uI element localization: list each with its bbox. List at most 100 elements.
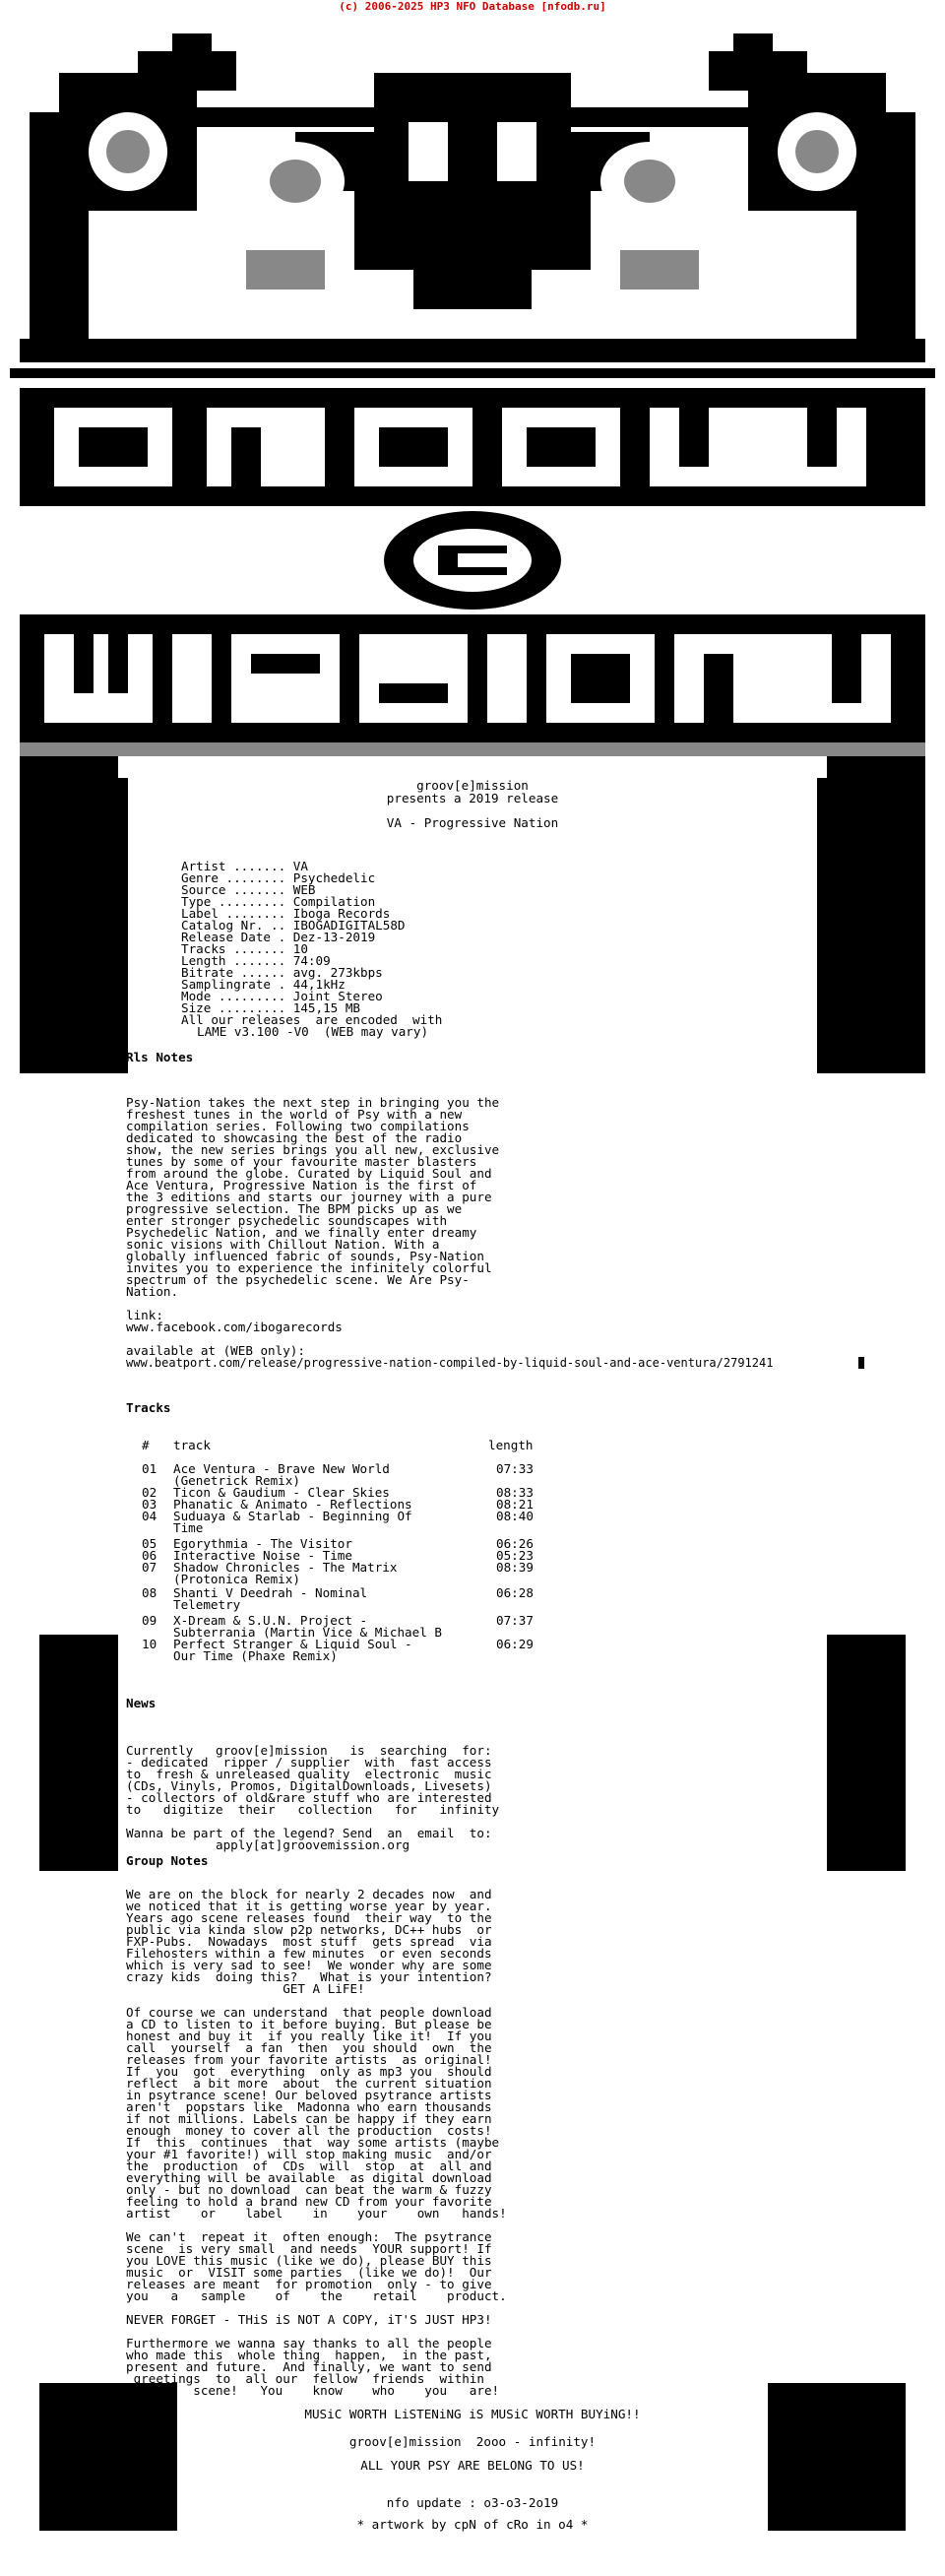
group-notes-line: We can't repeat it often enough: The psy… <box>126 2229 492 2244</box>
info-label: Samplingrate . <box>181 977 286 992</box>
right-ornament-bottom <box>768 2383 906 2531</box>
track-title: Phanatic & Animato - Reflections <box>173 1497 412 1512</box>
track-num: 07 <box>142 1560 158 1575</box>
track-title: Interactive Noise - Time <box>173 1548 352 1563</box>
col-num-header: # <box>142 1438 150 1452</box>
info-value: Psychedelic <box>292 870 376 885</box>
group-notes-line: music or VISIT some parties (like we do)… <box>126 2265 492 2280</box>
info-value: 44,1kHz <box>292 977 346 992</box>
notes-line: globally influenced fabric of sounds, Ps… <box>126 1249 484 1263</box>
group-notes-line: a CD to listen to it before buying. But … <box>126 2017 492 2031</box>
info-label: Label ........ <box>181 906 286 921</box>
facebook-link[interactable]: www.facebook.com/ibogarecords <box>126 1320 343 1334</box>
rls-notes-body: Psy-Nation takes the next step in bringi… <box>0 354 945 1369</box>
track-title: Shanti V Deedrah - Nominal <box>173 1585 368 1600</box>
group-notes-heading: Group Notes <box>126 1853 209 1868</box>
info-value: 74:09 <box>292 953 331 968</box>
notes-line: sonic visions with Chillout Nation. With… <box>126 1237 440 1252</box>
right-ornament-mid <box>827 1635 906 1871</box>
notes-line: the 3 editions and starts our journey wi… <box>126 1190 492 1204</box>
notes-line: tunes by some of your favourite master b… <box>126 1154 477 1169</box>
track-title: Perfect Stranger & Liquid Soul - <box>173 1637 412 1651</box>
group-notes-line: your #1 favorite!) will stop making musi… <box>126 2147 492 2161</box>
news-line: to fresh & unreleased quality electronic… <box>126 1767 492 1781</box>
col-length-header: length <box>488 1438 534 1452</box>
group-notes-line: Furthermore we wanna say thanks to all t… <box>126 2336 492 2351</box>
track-title: Shadow Chronicles - The Matrix <box>173 1560 398 1575</box>
track-length: 07:37 <box>496 1613 534 1628</box>
track-num: 01 <box>142 1461 158 1476</box>
news-heading: News <box>126 1696 157 1710</box>
track-title: Egorythmia - The Visitor <box>173 1536 352 1551</box>
group-notes-line: If this continues that way some artists … <box>126 2135 500 2150</box>
info-value: VA <box>292 859 308 873</box>
track-length: 05:23 <box>496 1548 534 1563</box>
nfo-text: groov[e]mission presents a 2019 release … <box>0 354 945 2531</box>
track-list: # track length 01 Ace Ventura - Brave Ne… <box>0 696 945 1662</box>
left-ornament-bottom <box>39 2383 177 2531</box>
info-value: WEB <box>292 882 316 897</box>
track-title-cont: Subterrania (Martin Vice & Michael B <box>173 1625 442 1640</box>
track-num: 05 <box>142 1536 158 1551</box>
group-notes-line: honest and buy it if you really like it!… <box>126 2029 492 2043</box>
info-label: Source ....... <box>181 882 286 897</box>
group-notes-line: the scene! You know who you are! <box>126 2383 500 2398</box>
nfo-update: nfo update : o3-o3-2o19 <box>386 2495 559 2510</box>
info-label: Bitrate ...... <box>181 965 286 980</box>
track-length: 06:29 <box>496 1637 534 1651</box>
track-length: 08:21 <box>496 1497 534 1512</box>
track-num: 04 <box>142 1509 158 1523</box>
available-label: available at (WEB only): <box>126 1343 305 1358</box>
track-length: 06:28 <box>496 1585 534 1600</box>
info-label: Size ......... <box>181 1000 286 1015</box>
info-label: Genre ........ <box>181 870 286 885</box>
link-label: link: <box>126 1308 163 1322</box>
group-notes-line: Filehosters within a few minutes or even… <box>126 1946 492 1961</box>
beatport-link[interactable]: www.beatport.com/release/progressive-nat… <box>126 1356 774 1370</box>
info-label: Type ......... <box>181 894 286 909</box>
track-num: 09 <box>142 1613 158 1628</box>
notes-line: freshest tunes in the world of Psy with … <box>126 1107 463 1122</box>
scroll-marker <box>858 1357 864 1369</box>
track-title-cont: Time <box>173 1520 204 1535</box>
group-notes-line: the production of CDs will stop at all a… <box>126 2158 492 2173</box>
group-notes-line: present and future. And finally, we want… <box>126 2359 492 2374</box>
track-length: 08:33 <box>496 1485 534 1500</box>
group-notes-line: enough money to cover all the production… <box>126 2123 492 2138</box>
info-label: Mode ......... <box>181 989 286 1003</box>
info-value: Dez-13-2019 <box>292 930 376 944</box>
news-email[interactable]: apply[at]groovemission.org <box>126 1837 410 1852</box>
track-length: 06:26 <box>496 1536 534 1551</box>
group-notes-line: NEVER FORGET - THiS iS NOT A COPY, iT'S … <box>126 2312 492 2327</box>
news-line: (CDs, Vinyls, Promos, DigitalDownloads, … <box>126 1778 492 1793</box>
group-notes-line: which is very sad to see! We wonder why … <box>126 1958 492 1972</box>
copyright-notice: (c) 2006-2025 HP3 NFO Database [nfodb.ru… <box>339 0 606 13</box>
tracks-heading: Tracks <box>126 1400 171 1415</box>
groove-mission-logo-art <box>10 33 935 786</box>
news-line: Currently groov[e]mission is searching f… <box>126 1743 492 1758</box>
info-value: Iboga Records <box>292 906 391 921</box>
notes-line: progressive selection. The BPM picks up … <box>126 1201 463 1216</box>
notes-line: from around the globe. Curated by Liquid… <box>126 1166 492 1181</box>
group-notes-line: feeling to hold a brand new CD from your… <box>126 2194 492 2209</box>
group-notes-line: artist or label in your own hands! <box>126 2206 507 2221</box>
group-notes-line: We are on the block for nearly 2 decades… <box>126 1887 492 1901</box>
rls-notes-heading: Rls Notes <box>126 1050 194 1064</box>
left-ornament-mid <box>39 1635 118 1871</box>
notes-line: compilation series. Following two compil… <box>126 1119 470 1133</box>
group-notes-line: Years ago scene releases found their way… <box>126 1910 492 1925</box>
group-notes-line: releases from your favorite artists as o… <box>126 2052 492 2067</box>
news-line: to digitize their collection for infinit… <box>126 1802 500 1817</box>
artwork-credit: * artwork by cpN of cRo in o4 * <box>356 2517 589 2532</box>
group-notes-line: scene is very small and needs YOUR suppo… <box>126 2241 492 2256</box>
group-notes-line: if not millions. Labels can be happy if … <box>126 2111 492 2126</box>
left-ornament-top <box>20 778 128 1073</box>
notes-line: Psychedelic Nation, and we finally enter… <box>126 1225 477 1240</box>
info-value: IBOGADIGITAL58D <box>292 918 406 933</box>
info-value: Compilation <box>292 894 376 909</box>
info-value: Joint Stereo <box>292 989 383 1003</box>
info-label: Artist ....... <box>181 859 286 873</box>
footer-slogan: ALL YOUR PSY ARE BELONG TO US! <box>360 2458 585 2473</box>
group-notes-line: who made this whole thing happen, in the… <box>126 2348 492 2362</box>
group-notes-line: you LOVE this music (like we do), please… <box>126 2253 492 2268</box>
